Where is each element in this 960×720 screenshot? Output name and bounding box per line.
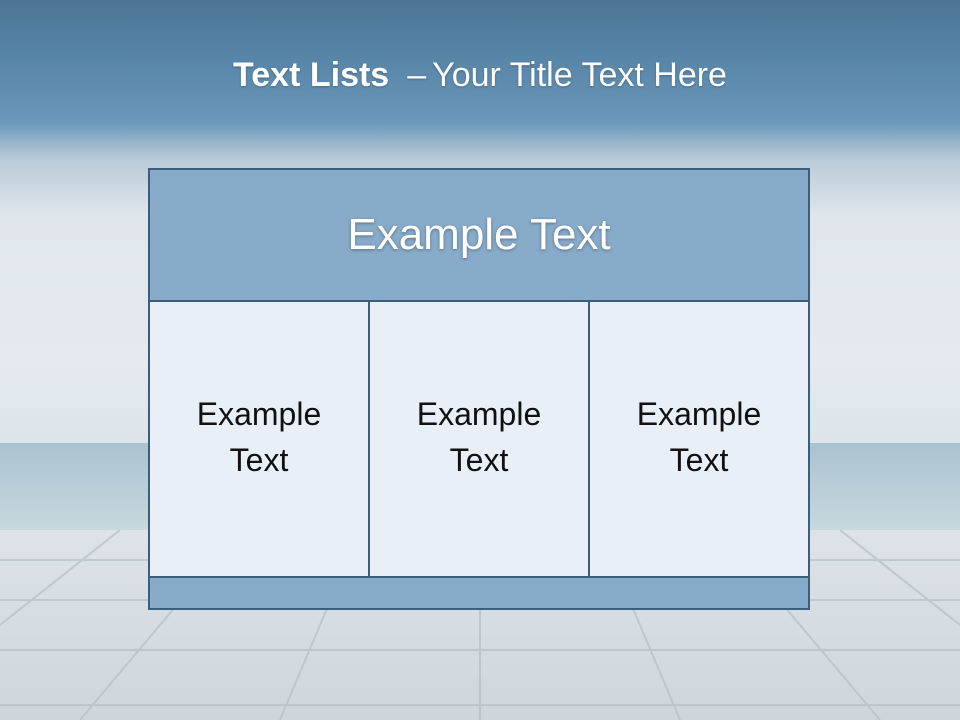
list-item-box: Example Text (368, 300, 590, 578)
list-item-box: Example Text (148, 300, 370, 578)
list-item-box: Example Text (588, 300, 810, 578)
title-rest: Your Title Text Here (432, 56, 727, 94)
header-text: Example Text (347, 210, 611, 259)
text-list-diagram: Example Text Example Text Example Text E… (148, 168, 810, 610)
list-item-text: Example Text (196, 396, 322, 478)
list-item-text: Example Text (636, 396, 762, 478)
footer-bar (148, 576, 810, 610)
list-item-text: Example Text (416, 396, 542, 478)
title-bold-part: Text Lists (233, 56, 390, 94)
slide-title: Text Lists–Your Title Text Here (0, 50, 960, 100)
header-box: Example Text (148, 168, 810, 302)
title-separator: – (407, 56, 427, 94)
